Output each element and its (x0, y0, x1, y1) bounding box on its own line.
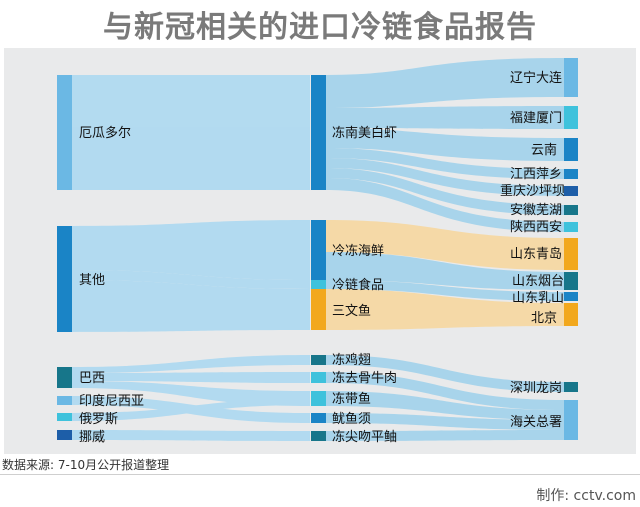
flows-source-product (72, 75, 310, 441)
label-dalian: 辽宁大连 (510, 70, 562, 86)
node-xiamen (564, 106, 578, 129)
flow-hairtail-customs (326, 391, 564, 420)
label-rushan: 山东乳山 (512, 291, 564, 306)
flow-wings-shenzhen (326, 355, 564, 392)
label-beef-bone: 冻去骨牛肉 (332, 370, 397, 386)
label-brazil: 巴西 (79, 371, 105, 386)
flow-shrimp-chongqing (326, 158, 564, 196)
node-pomfret (311, 431, 326, 441)
node-ecuador (57, 75, 72, 190)
node-brazil (57, 367, 72, 388)
flow-shrimp-jiangxi (326, 148, 564, 179)
node-jiangxi (564, 169, 578, 179)
node-dalian (564, 58, 578, 97)
node-hairtail (311, 391, 326, 406)
label-chongqing: 重庆沙坪坝 (500, 183, 565, 199)
label-ecuador: 厄瓜多尔 (79, 125, 131, 141)
flow-seafood-yantai (326, 252, 564, 290)
flow-russia-squid-hairtail (72, 399, 310, 421)
node-customs (564, 400, 578, 440)
node-wuhu (564, 205, 578, 215)
flow-shrimp-xiamen (326, 106, 564, 129)
credit-line: 制作: cctv.com (536, 488, 636, 504)
label-norway: 挪威 (79, 430, 105, 445)
node-rushan (564, 292, 578, 301)
label-beijing: 北京 (531, 311, 557, 326)
node-frozen-seafood (311, 220, 326, 280)
destination-nodes (564, 58, 578, 440)
data-source-note: 数据来源: 7-10月公开报道整理 (2, 458, 170, 472)
flow-norway-pomfret (72, 430, 310, 441)
label-russia: 俄罗斯 (79, 412, 118, 427)
flow-other-salmon (72, 280, 310, 332)
flow-coldchain-rushan (326, 280, 564, 301)
source-labels: 厄瓜多尔 其他 巴西 印度尼西亚 俄罗斯 挪威 (79, 125, 144, 445)
divider (0, 474, 640, 475)
flow-shrimp-yunnan (326, 128, 564, 161)
flow-pomfret-customs (326, 430, 564, 441)
node-salmon (311, 289, 326, 330)
destination-labels: 辽宁大连 福建厦门 云南 江西萍乡 重庆沙坪坝 安徽芜湖 陕西西安 山东青岛 山… (500, 70, 565, 430)
product-labels: 冻南美白虾 冷冻海鲜 冷链食品 三文鱼 冻鸡翅 冻去骨牛肉 冻带鱼 鱿鱼须 冻尖… (332, 125, 397, 445)
node-yantai (564, 272, 578, 290)
label-pomfret: 冻尖吻平鲉 (332, 429, 397, 445)
label-cold-chain: 冷链食品 (332, 277, 384, 293)
flow-shrimp-dalian (326, 58, 564, 108)
flow-shrimp-xian (326, 178, 564, 232)
node-indonesia (57, 396, 72, 405)
source-nodes (57, 75, 72, 440)
node-shenzhen (564, 382, 578, 392)
flow-squid-customs (326, 413, 564, 430)
label-frozen-seafood: 冷冻海鲜 (332, 243, 384, 259)
node-beijing (564, 303, 578, 326)
label-yunnan: 云南 (531, 142, 557, 158)
label-salmon: 三文鱼 (332, 303, 371, 319)
node-yunnan (564, 138, 578, 161)
node-chongqing (564, 186, 578, 196)
label-indonesia: 印度尼西亚 (79, 393, 144, 409)
label-chicken-wings: 冻鸡翅 (332, 352, 371, 368)
product-nodes (311, 75, 326, 441)
label-jiangxi: 江西萍乡 (510, 167, 562, 182)
label-other: 其他 (79, 273, 105, 288)
node-shrimp (311, 75, 326, 190)
node-cold-chain (311, 280, 326, 289)
label-hairtail: 冻带鱼 (332, 391, 371, 407)
label-customs: 海关总署 (510, 415, 562, 430)
flow-brazil-hairtail (72, 381, 310, 406)
label-qingdao: 山东青岛 (510, 246, 562, 262)
label-xiamen: 福建厦门 (510, 111, 562, 126)
label-shrimp: 冻南美白虾 (332, 125, 397, 141)
flows-product-destination (326, 58, 564, 441)
node-squid (311, 413, 326, 423)
chart-title: 与新冠相关的进口冷链食品报告 (103, 10, 537, 45)
node-beef-bone (311, 372, 326, 383)
flow-other-frozen-seafood (72, 220, 310, 280)
flow-seafood-qingdao (326, 220, 564, 270)
node-qingdao (564, 238, 578, 270)
label-squid: 鱿鱼须 (332, 411, 371, 427)
label-shenzhen: 深圳龙岗 (510, 381, 562, 396)
flow-other-cold-chain (72, 270, 310, 289)
flow-shrimp-wuhu (326, 168, 564, 215)
flow-beef-customs (326, 372, 564, 410)
label-xian: 陕西西安 (510, 220, 562, 235)
flow-ecuador-shrimp (72, 75, 310, 190)
node-xian (564, 222, 578, 232)
flow-brazil-beef-bone (72, 372, 310, 383)
node-norway (57, 430, 72, 440)
node-russia (57, 413, 72, 421)
flow-brazil-chicken-wings (72, 355, 310, 373)
node-chicken-wings (311, 355, 326, 365)
label-wuhu: 安徽芜湖 (510, 203, 562, 218)
label-yantai: 山东烟台 (512, 274, 564, 289)
flow-salmon-beijing (326, 289, 564, 330)
node-other (57, 226, 72, 332)
